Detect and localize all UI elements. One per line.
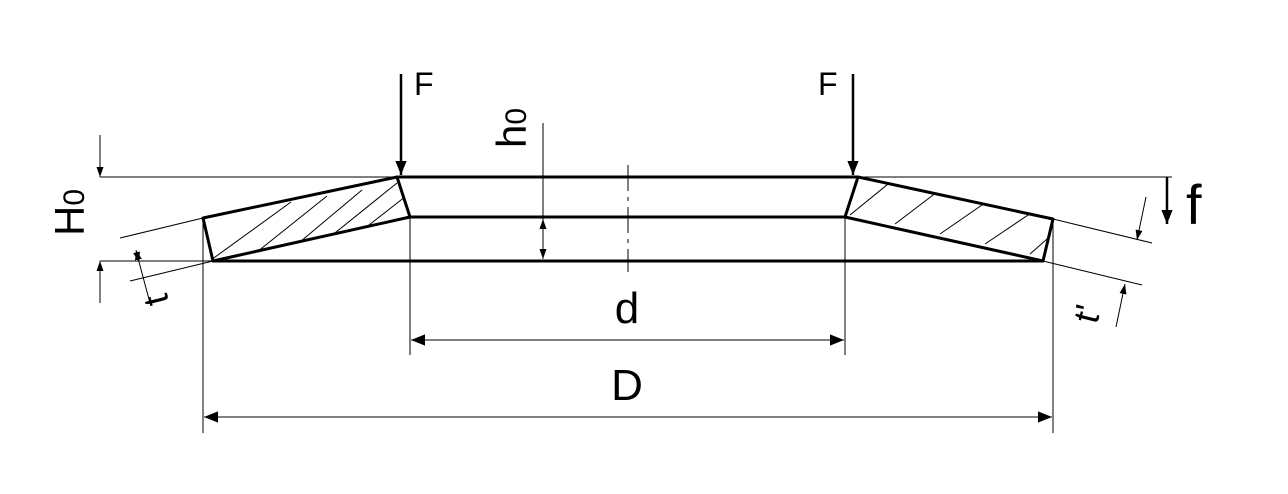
reduced-thickness-dimension: t': [1042, 196, 1153, 328]
inner-diameter-label: d: [615, 284, 639, 333]
inner-diameter-dimension: d: [409, 217, 846, 355]
thickness-dimension: t: [119, 217, 214, 310]
force-right: F: [818, 66, 859, 175]
cone-height-label: h: [488, 125, 535, 148]
svg-text:h0: h0: [488, 108, 535, 148]
force-left-label: F: [414, 66, 434, 102]
free-height-dimension: H0: [46, 135, 397, 303]
reduced-thickness-label: t': [1065, 301, 1109, 327]
force-left: F: [395, 66, 434, 175]
right-hatching: [849, 179, 1053, 255]
deflection-dimension: f: [858, 173, 1202, 236]
left-hatching: [210, 182, 410, 261]
cone-height-subscript: 0: [500, 108, 533, 125]
svg-text:H0: H0: [46, 189, 93, 236]
thickness-label: t: [135, 290, 177, 310]
outer-diameter-dimension: D: [202, 218, 1054, 433]
outer-diameter-label: D: [611, 361, 643, 410]
free-height-label: H: [46, 206, 93, 236]
deflection-label: f: [1186, 173, 1202, 236]
free-height-subscript: 0: [58, 189, 91, 206]
force-right-label: F: [818, 66, 838, 102]
cone-height-dimension: h0: [488, 108, 547, 259]
left-section-outline: [201, 175, 412, 263]
